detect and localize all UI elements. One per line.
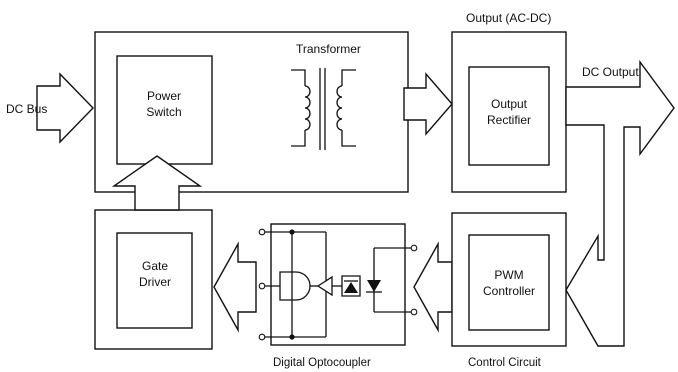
power-switch-label-1: Power <box>147 89 181 103</box>
gate-driver-label-2: Driver <box>139 275 171 289</box>
gate-driver-label-1: Gate <box>142 259 168 273</box>
transformer-to-rectifier-arrow <box>403 72 453 136</box>
output-rectifier-label-1: Output <box>491 97 528 111</box>
output-rectifier-block <box>468 66 550 166</box>
pwm-controller-label-1: PWM <box>494 268 523 282</box>
transformer-symbol <box>291 68 356 150</box>
dc-bus-arrow <box>36 72 94 144</box>
optocoupler-internals <box>258 228 418 341</box>
control-circuit-label: Control Circuit <box>468 357 542 369</box>
output-rectifier-label-2: Rectifier <box>487 113 531 127</box>
transformer-label: Transformer <box>296 42 361 56</box>
dc-bus-label: DC Bus <box>6 102 47 116</box>
digital-optocoupler-label: Digital Optocoupler <box>273 357 371 369</box>
pwm-controller-label-2: Controller <box>483 284 535 298</box>
gate-driver-block <box>116 232 193 329</box>
power-switch-label-2: Switch <box>146 105 181 119</box>
power-switch-block <box>116 55 213 165</box>
optocoupler-to-gate-driver-arrow <box>213 241 257 333</box>
output-block-title: Output (AC-DC) <box>466 11 551 25</box>
dc-output-feedback-arrow <box>565 59 675 347</box>
digital-optocoupler-block <box>270 223 406 346</box>
dc-output-label: DC Output <box>582 65 639 79</box>
controller-to-optocoupler-arrow <box>413 241 453 333</box>
gate-driver-to-switch-arrow <box>111 155 203 211</box>
pwm-controller-block <box>468 234 550 331</box>
